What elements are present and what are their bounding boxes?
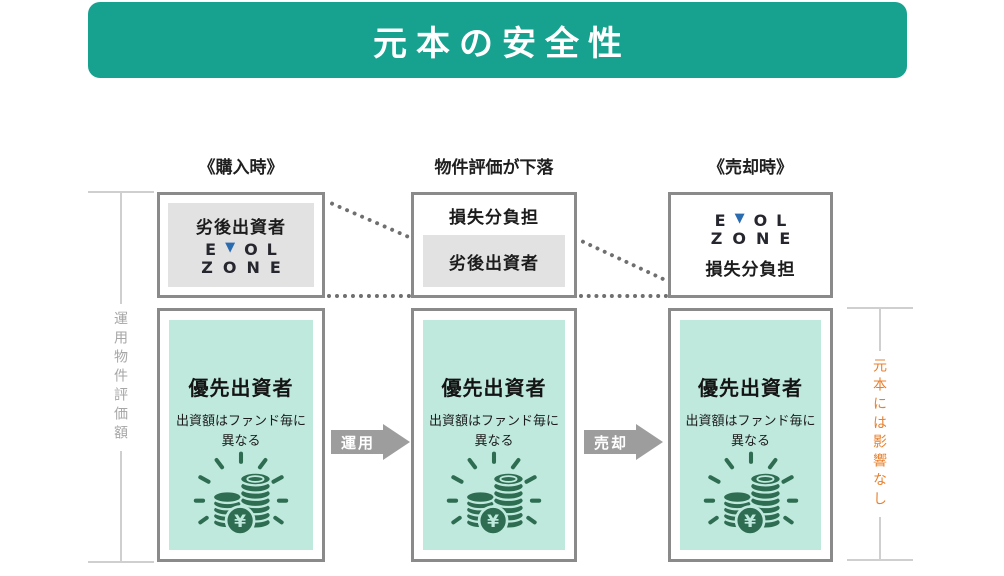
dotted-connector-diagonal-2 xyxy=(580,239,666,282)
coins-yen-icon: ¥ xyxy=(446,451,542,537)
subordinated-box-sale: E ▼ O L ZONE 損失分負担 xyxy=(668,192,833,298)
arrow-head-icon xyxy=(636,424,663,460)
dotted-connector-horizontal-1 xyxy=(327,294,411,298)
investment-note: 出資額はファンド毎に異なる xyxy=(176,413,307,449)
priority-box-sale: 優先出資者 出資額はファンド毎に異なる xyxy=(668,308,833,562)
priority-investor-label: 優先出資者 xyxy=(698,378,803,400)
bracket-line xyxy=(879,517,881,559)
logo-line1: E ▼ O L xyxy=(205,239,277,259)
arrow-head-icon xyxy=(383,424,410,460)
subordinated-box-value-drop: 損失分負担 劣後出資者 xyxy=(411,192,577,298)
bracket-line xyxy=(879,309,881,351)
priority-box-purchase: 優先出資者 出資額はファンド毎に異なる xyxy=(157,308,325,562)
sale-box-inner: E ▼ O L ZONE 損失分負担 xyxy=(671,195,830,295)
operation-arrow-label: 運用 xyxy=(331,430,383,454)
sale-arrow-label: 売却 xyxy=(584,430,636,454)
column-header-sale: 《売却時》 xyxy=(708,158,793,177)
priority-panel: 優先出資者 出資額はファンド毎に異なる xyxy=(169,320,313,550)
subordinated-panel: 劣後出資者 xyxy=(423,235,565,287)
bracket-line xyxy=(120,193,122,304)
evol-zone-logo: E ▼ O L ZONE xyxy=(711,210,791,249)
priority-box-value-drop: 優先出資者 出資額はファンド毎に異なる xyxy=(411,308,577,562)
coins-yen-icon: ¥ xyxy=(193,451,289,537)
logo-letter: O xyxy=(244,239,258,259)
column-header-purchase: 《購入時》 xyxy=(198,158,284,177)
left-axis-bracket: 運用物件評価額 xyxy=(88,191,154,563)
title-banner: 元本の安全性 xyxy=(88,2,907,78)
dotted-connector-horizontal-2 xyxy=(579,294,668,298)
logo-letter: L xyxy=(776,210,787,230)
investment-note: 出資額はファンド毎に異なる xyxy=(429,413,560,449)
right-axis-bracket: 元本には影響なし xyxy=(847,307,913,561)
subordinated-investor-label: 劣後出資者 xyxy=(449,253,539,273)
left-axis-label: 運用物件評価額 xyxy=(113,310,129,444)
loss-burden-label: 損失分負担 xyxy=(705,260,796,280)
page-title: 元本の安全性 xyxy=(373,24,631,63)
logo-letter: O xyxy=(753,210,768,230)
svg-text:¥: ¥ xyxy=(234,512,246,532)
investment-note: 出資額はファンド毎に異なる xyxy=(685,413,816,449)
loss-burden-label: 損失分負担 xyxy=(449,207,539,227)
column-header-value-drop: 物件評価が下落 xyxy=(434,158,554,177)
bracket-cap xyxy=(847,559,913,561)
subordinated-box-purchase: 劣後出資者 E ▼ O L ZONE xyxy=(157,192,325,298)
right-axis-label: 元本には影響なし xyxy=(872,358,888,510)
subordinated-investor-label: 劣後出資者 xyxy=(196,217,286,237)
sale-arrow: 売却 xyxy=(584,424,663,460)
svg-text:¥: ¥ xyxy=(744,512,756,532)
operation-arrow: 運用 xyxy=(331,424,410,460)
logo-line2: ZONE xyxy=(201,258,291,277)
logo-letter: E xyxy=(714,210,726,230)
logo-triangle-icon: ▼ xyxy=(734,211,745,227)
priority-panel: 優先出資者 出資額はファンド毎に異なる xyxy=(423,320,565,550)
bracket-line xyxy=(120,450,122,561)
value-drop-box-inner: 損失分負担 劣後出資者 xyxy=(414,195,574,295)
priority-investor-label: 優先出資者 xyxy=(441,378,547,400)
coins-yen-icon: ¥ xyxy=(703,451,798,537)
bracket-cap xyxy=(847,307,913,309)
bracket-cap xyxy=(88,561,154,563)
logo-line1: E ▼ O L xyxy=(714,210,787,230)
evol-zone-logo: E ▼ O L ZONE xyxy=(201,239,281,278)
svg-text:¥: ¥ xyxy=(487,512,499,532)
logo-line2: ZONE xyxy=(710,229,801,248)
logo-triangle-icon: ▼ xyxy=(225,240,236,256)
logo-letter: L xyxy=(266,239,277,259)
bracket-cap xyxy=(88,191,154,193)
priority-panel: 優先出資者 出資額はファンド毎に異なる xyxy=(680,320,821,550)
priority-investor-label: 優先出資者 xyxy=(188,378,294,400)
dotted-connector-diagonal-1 xyxy=(329,201,410,239)
logo-letter: E xyxy=(205,239,217,259)
subordinated-panel: 劣後出資者 E ▼ O L ZONE xyxy=(168,203,314,287)
